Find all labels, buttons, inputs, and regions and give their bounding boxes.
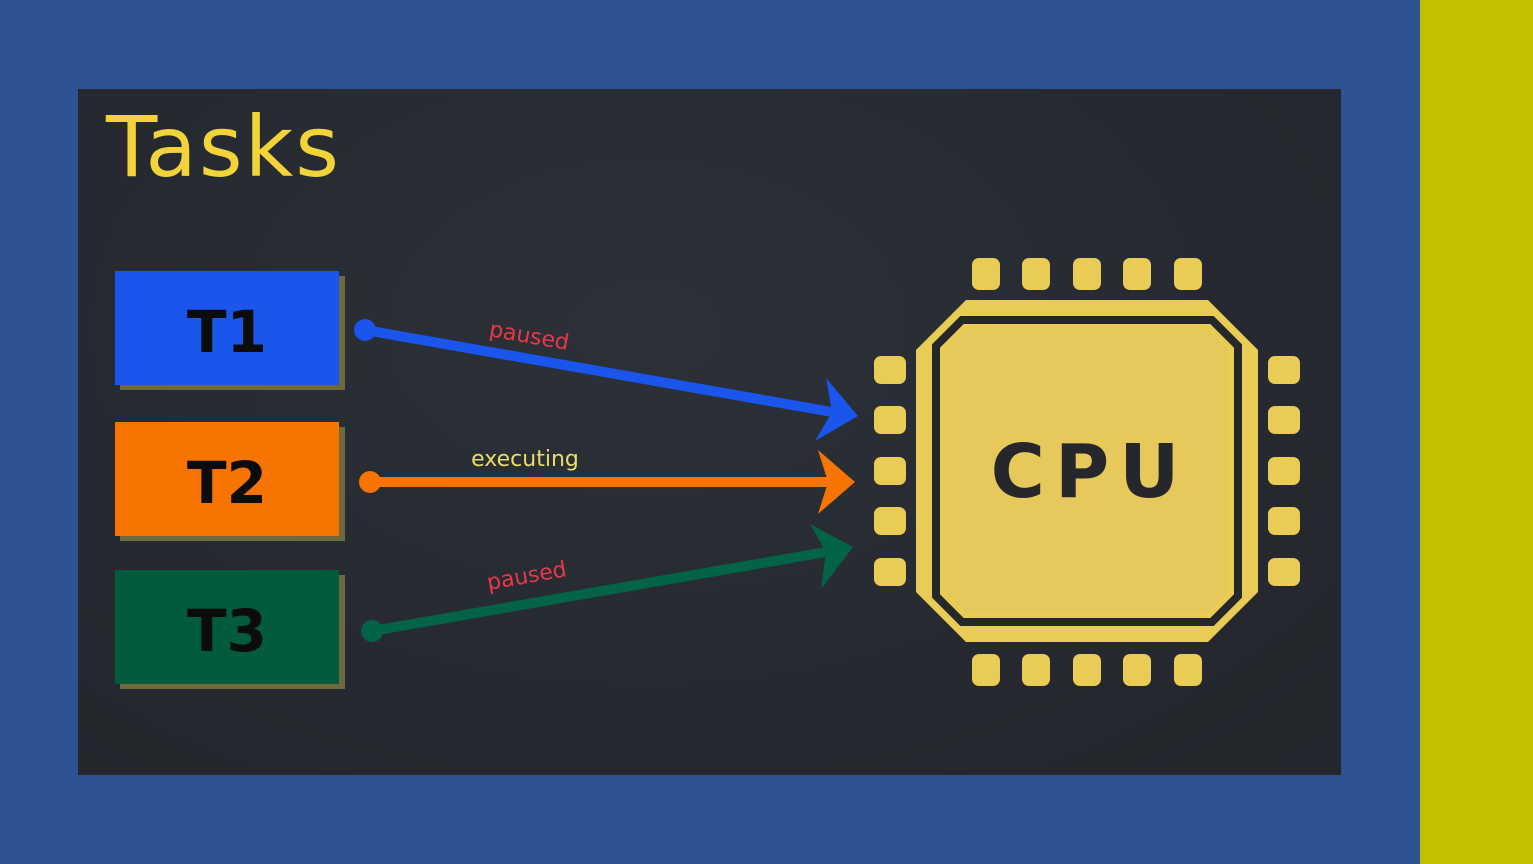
arrow-start-dot bbox=[359, 471, 381, 493]
cpu-pins-top bbox=[972, 258, 1202, 290]
cpu-pins-bottom bbox=[972, 654, 1202, 686]
side-strip bbox=[1420, 0, 1533, 864]
task-box-fill bbox=[115, 271, 339, 385]
task-box-fill bbox=[115, 422, 339, 536]
task-box-t3: T3 bbox=[115, 570, 345, 689]
cpu-label: CPU bbox=[991, 429, 1190, 515]
arrow-line bbox=[360, 325, 837, 417]
arrow-t3-to-cpu: paused bbox=[361, 524, 853, 642]
cpu-pins-right bbox=[1268, 356, 1300, 586]
task-label-t1: T1 bbox=[187, 298, 267, 366]
task-label-t2: T2 bbox=[187, 449, 267, 517]
arrowhead-icon bbox=[818, 450, 855, 514]
arrowhead-icon bbox=[810, 524, 853, 589]
cpu-pins-left bbox=[874, 356, 906, 586]
task-box-t2: T2 bbox=[115, 422, 345, 541]
arrow-line bbox=[367, 547, 831, 636]
task-label-t3: T3 bbox=[187, 597, 267, 665]
cpu-inner-face bbox=[946, 330, 1228, 612]
arrowhead-icon bbox=[815, 378, 858, 441]
cpu-inner-outline bbox=[932, 316, 1242, 626]
arrow-label-t3: paused bbox=[485, 557, 568, 596]
arrow-label-t2: executing bbox=[471, 447, 579, 472]
task-box-fill bbox=[115, 570, 339, 684]
arrow-start-dot bbox=[361, 620, 383, 642]
cpu-chip-icon: CPU bbox=[874, 258, 1300, 686]
arrow-start-dot bbox=[354, 319, 376, 341]
slide-title: Tasks bbox=[105, 98, 341, 196]
task-box-t1: T1 bbox=[115, 271, 345, 390]
arrow-t1-to-cpu: paused bbox=[354, 317, 858, 441]
arrow-t2-to-cpu: executing bbox=[359, 447, 855, 514]
